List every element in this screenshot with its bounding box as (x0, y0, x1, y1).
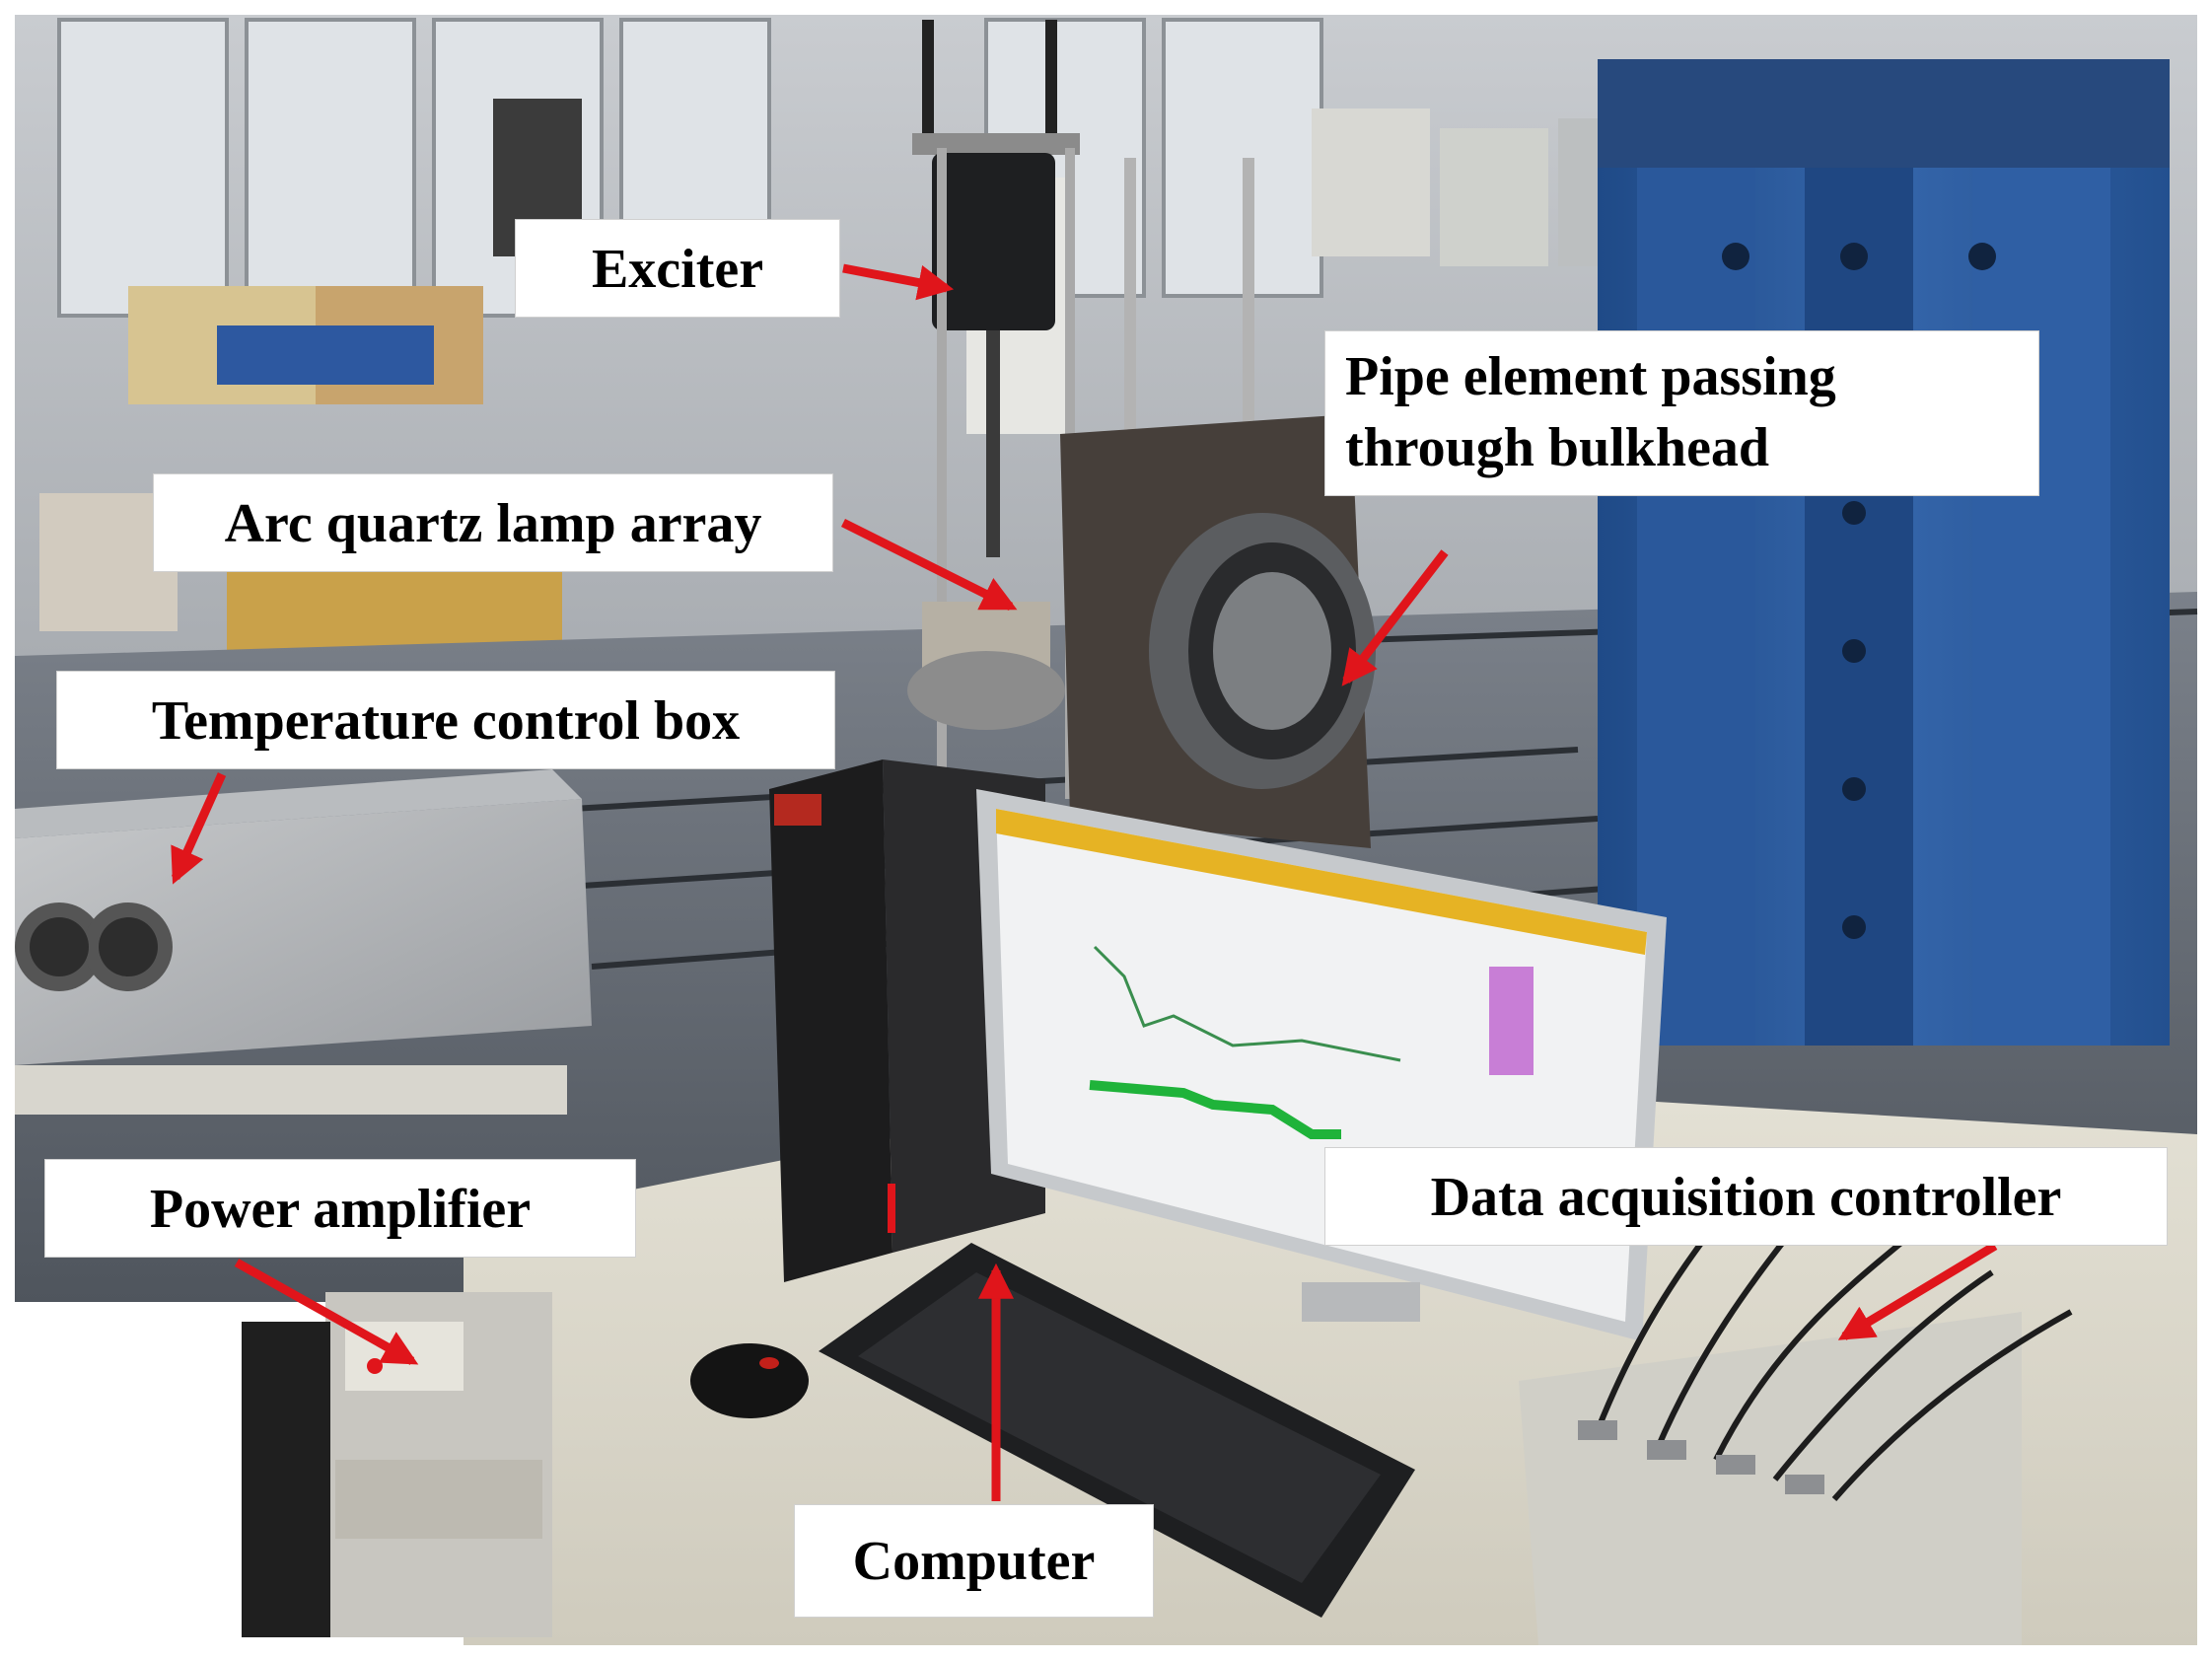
label-pipe-element-line1: Pipe element passing (1345, 346, 1836, 407)
label-pipe-element-line2: through bulkhead (1345, 417, 1770, 478)
label-arc-quartz-lamp-array-text: Arc quartz lamp array (224, 493, 762, 554)
label-power-amplifier: Power amplifier (44, 1159, 636, 1258)
label-computer-text: Computer (852, 1531, 1096, 1592)
temperature-control-box (15, 769, 592, 1115)
label-exciter-text: Exciter (591, 239, 764, 300)
keyboard-and-mouse (690, 1243, 1415, 1618)
arrow-pipe-element (1341, 549, 1449, 686)
arrow-data-acquisition-controller (1837, 1242, 1998, 1340)
label-data-acquisition-controller-text: Data acquisition controller (1430, 1167, 2062, 1228)
label-exciter: Exciter (515, 219, 840, 318)
label-power-amplifier-text: Power amplifier (149, 1179, 532, 1240)
blue-reaction-frame (1598, 59, 2170, 1046)
arrow-arc-quartz-lamp-array (840, 518, 1018, 612)
power-amplifier (242, 1292, 552, 1637)
arrow-temperature-control-box (171, 772, 227, 885)
arrow-power-amplifier (234, 1259, 419, 1365)
bulkhead-with-pipe (907, 414, 1376, 848)
label-data-acquisition-controller: Data acquisition controller (1324, 1147, 2168, 1246)
label-arc-quartz-lamp-array: Arc quartz lamp array (153, 473, 833, 572)
label-temperature-control-box: Temperature control box (56, 671, 835, 769)
arrow-exciter (842, 263, 955, 301)
annotation-arrows (171, 263, 1998, 1501)
label-pipe-element: Pipe element passing through bulkhead (1324, 330, 2039, 496)
label-computer: Computer (794, 1504, 1154, 1618)
label-temperature-control-box-text: Temperature control box (151, 690, 741, 752)
